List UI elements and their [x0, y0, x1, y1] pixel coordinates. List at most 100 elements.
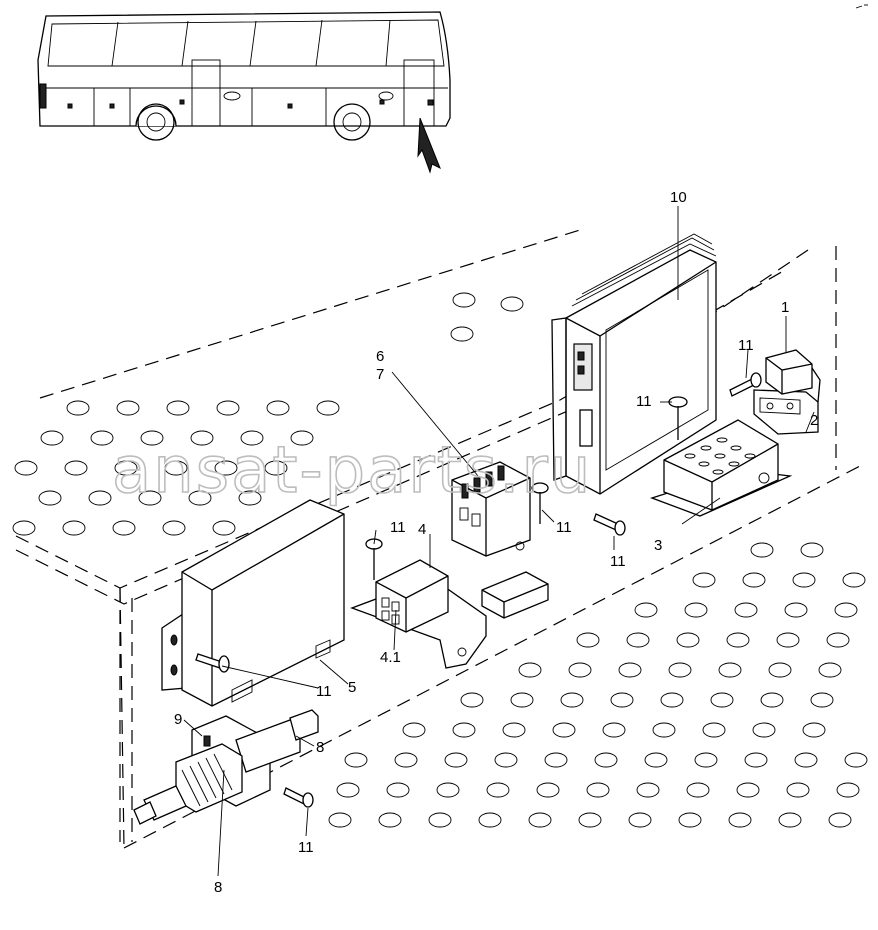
- rivet-hole: [634, 602, 658, 618]
- bus-overview: [37, 11, 451, 174]
- rivet-hole: [190, 430, 214, 446]
- rivet-hole: [568, 662, 592, 678]
- corner-mark-icon: [855, 4, 868, 9]
- callout-8: 8: [214, 879, 222, 896]
- body-panel-outline: [15, 229, 861, 849]
- rivet-hole: [166, 400, 190, 416]
- rivet-hole: [518, 662, 542, 678]
- rivet-hole: [452, 722, 476, 738]
- rivet-hole: [586, 782, 610, 798]
- rivet-hole: [64, 460, 88, 476]
- callout-1: 1: [781, 299, 789, 316]
- rivet-hole: [12, 520, 36, 536]
- rivet-hole: [14, 460, 38, 476]
- rivet-hole: [710, 692, 734, 708]
- callout-4: 4: [418, 521, 426, 538]
- rivet-hole: [628, 812, 652, 828]
- rivet-hole: [386, 782, 410, 798]
- rivet-hole: [760, 692, 784, 708]
- rivet-hole: [594, 752, 618, 768]
- bracket-3: [650, 419, 793, 517]
- connector-4: [350, 559, 549, 669]
- rivet-hole: [544, 752, 568, 768]
- callout-5: 5: [348, 679, 356, 696]
- rivet-hole: [536, 782, 560, 798]
- rivet-hole: [768, 662, 792, 678]
- rivet-hole: [336, 782, 360, 798]
- rivet-hole: [602, 722, 626, 738]
- screw-icon: [531, 482, 549, 524]
- rivet-hole: [784, 602, 808, 618]
- rivet-hole: [610, 692, 634, 708]
- rivet-hole: [162, 520, 186, 536]
- rivet-hole: [802, 722, 826, 738]
- rivet-hole: [266, 400, 290, 416]
- rivet-hole: [486, 782, 510, 798]
- rivet-hole: [678, 812, 702, 828]
- callout-9: 9: [174, 711, 182, 728]
- rivet-hole: [402, 722, 426, 738]
- rivet-hole: [394, 752, 418, 768]
- rivet-hole: [778, 812, 802, 828]
- module-5: [161, 499, 345, 707]
- rivet-hole: [238, 490, 262, 506]
- rivet-hole: [164, 460, 188, 476]
- rivet-hole: [38, 490, 62, 506]
- rivet-hole: [240, 430, 264, 446]
- rivet-hole: [660, 692, 684, 708]
- rivet-hole: [576, 632, 600, 648]
- screw-icon: [283, 787, 314, 808]
- rivet-hole: [264, 460, 288, 476]
- rivet-hole: [88, 490, 112, 506]
- callout-11: 11: [610, 553, 626, 570]
- relay-1-2: [753, 349, 821, 435]
- rivet-hole: [734, 602, 758, 618]
- rivet-hole: [214, 460, 238, 476]
- rivet-hole: [844, 752, 868, 768]
- rivet-hole: [836, 782, 860, 798]
- screw-icon: [195, 653, 230, 673]
- rivet-hole: [750, 542, 774, 558]
- rivet-hole: [560, 692, 584, 708]
- rivet-hole: [328, 812, 352, 828]
- callout-numbers: 10 1 11 11 2 6 7 11 3 11 11 4 4.1 5 11 9…: [174, 189, 818, 896]
- rivet-hole: [744, 752, 768, 768]
- rivet-hole: [726, 632, 750, 648]
- callout-6: 6: [376, 348, 384, 365]
- rivet-hole: [692, 572, 716, 588]
- callout-7: 7: [376, 366, 384, 383]
- rivet-hole: [290, 430, 314, 446]
- rivet-hole: [800, 542, 824, 558]
- rotary-switch-8-9: [133, 709, 319, 825]
- rivet-hole: [478, 812, 502, 828]
- rivet-hole: [668, 662, 692, 678]
- callout-3: 3: [654, 537, 662, 554]
- rivet-hole: [818, 662, 842, 678]
- screw-icon: [593, 513, 626, 536]
- rivet-hole: [676, 632, 700, 648]
- rivet-hole: [500, 296, 524, 312]
- rivet-hole: [736, 782, 760, 798]
- rivet-hole: [444, 752, 468, 768]
- rivet-hole: [644, 752, 668, 768]
- rivet-hole: [652, 722, 676, 738]
- rivet-hole: [752, 722, 776, 738]
- rivet-hole: [834, 602, 858, 618]
- rivet-hole: [452, 292, 476, 308]
- watermark-text: ansat-parts.ru: [112, 434, 592, 508]
- rivet-hole: [216, 400, 240, 416]
- fuse-holder-6-7: [451, 461, 531, 557]
- callout-11: 11: [556, 519, 572, 536]
- rivet-hole: [436, 782, 460, 798]
- callout-11: 11: [636, 393, 652, 410]
- screws-11: [195, 372, 762, 808]
- rivet-hole: [618, 662, 642, 678]
- rivet-hole: [684, 602, 708, 618]
- rivet-hole: [792, 572, 816, 588]
- rivet-hole: [686, 782, 710, 798]
- rivet-hole: [316, 400, 340, 416]
- screw-icon: [365, 538, 383, 580]
- rivet-hole: [842, 572, 866, 588]
- rivet-hole: [794, 752, 818, 768]
